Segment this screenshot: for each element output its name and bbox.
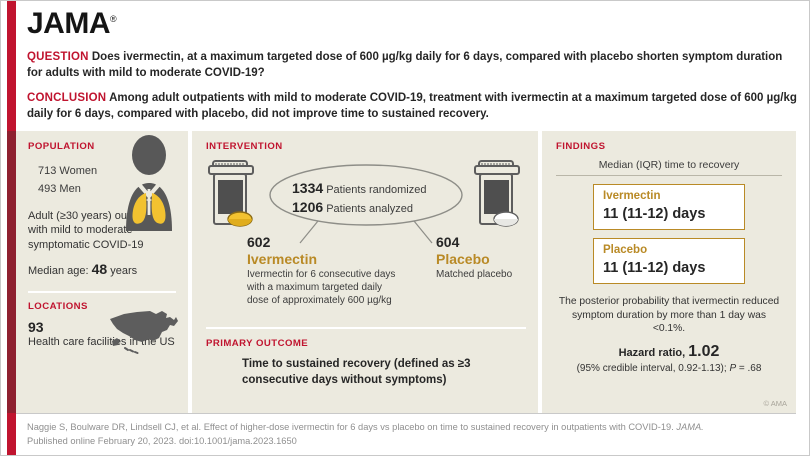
median-age-prefix: Median age:	[28, 265, 92, 278]
conclusion-text: Among adult outpatients with mild to mod…	[27, 91, 797, 120]
pill-bottle-icon-placebo	[470, 159, 524, 236]
brand-accent-bar-shadow	[7, 131, 16, 413]
result-value-ivermectin: 11 (11-12) days	[603, 205, 706, 222]
findings-panel: FINDINGS Median (IQR) time to recovery I…	[542, 131, 796, 413]
result-box-placebo: Placebo 11 (11-12) days	[593, 237, 745, 284]
result-value-placebo: 11 (11-12) days	[603, 259, 706, 276]
analyzed-row: 1206 Patients analyzed	[292, 198, 452, 217]
trademark-mark: ®	[110, 14, 117, 24]
locations-count: 93	[28, 319, 44, 336]
flow-ellipse-connectors	[269, 164, 463, 244]
person-lungs-icon	[118, 135, 180, 236]
men-count: 493	[38, 183, 57, 196]
question-label: QUESTION	[27, 51, 89, 63]
findings-subheading: Median (IQR) time to recovery	[598, 159, 740, 171]
arm-description-placebo: Matched placebo	[436, 269, 513, 280]
primary-outcome-text: Time to sustained recovery (defined as ≥…	[242, 358, 471, 386]
result-name-ivermectin: Ivermectin	[603, 190, 661, 202]
randomized-row: 1334 Patients randomized	[292, 179, 452, 198]
jama-logo: JAMA®	[27, 9, 797, 39]
p-value-symbol: P	[729, 363, 737, 375]
locations-section: LOCATIONS 93 Health care facilities in t…	[16, 293, 188, 355]
primary-outcome-section: PRIMARY OUTCOME Time to sustained recove…	[192, 329, 538, 388]
question-block: QUESTION Does ivermectin, at a maximum t…	[27, 50, 797, 82]
hazard-ratio-row: Hazard ratio, 1.02	[556, 343, 782, 361]
median-age-row: Median age: 48 years	[28, 261, 176, 277]
intervention-arm-placebo: 604 Placebo Matched placebo	[436, 234, 546, 281]
pill-bottle-icon-ivermectin	[204, 159, 258, 236]
women-count: 713	[38, 165, 57, 177]
men-label: Men	[56, 183, 81, 196]
arm-description-ivermectin: Ivermectin for 6 consecutive days with a…	[247, 269, 396, 306]
arm-n-ivermectin: 602	[247, 234, 271, 250]
intervention-arm-ivermectin: 602 Ivermectin Ivermectin for 6 consecut…	[247, 234, 397, 307]
result-box-ivermectin: Ivermectin 11 (11-12) days	[593, 184, 745, 230]
randomized-label: Patients randomized	[323, 184, 427, 196]
question-text: Does ivermectin, at a maximum targeted d…	[27, 51, 783, 79]
ci-text: (95% credible interval, 0.92-1.13);	[576, 363, 730, 375]
findings-rule	[556, 175, 782, 176]
randomized-value: 1334	[292, 180, 324, 196]
findings-section: FINDINGS Median (IQR) time to recovery I…	[542, 131, 796, 374]
men-count-row: 493 Men	[38, 179, 176, 197]
primary-outcome-heading: PRIMARY OUTCOME	[206, 338, 309, 349]
confidence-interval-row: (95% credible interval, 0.92-1.13); P = …	[556, 363, 782, 374]
us-map-icon	[104, 305, 182, 362]
conclusion-label: CONCLUSION	[27, 91, 107, 104]
locations-heading: LOCATIONS	[28, 301, 88, 313]
citation-line-1: Naggie S, Boulware DR, Lindsell CJ, et a…	[27, 421, 799, 435]
median-age-value: 48	[91, 261, 108, 278]
population-section: POPULATION 713 Women 493 Men	[16, 131, 188, 277]
arm-n-placebo: 604	[436, 234, 460, 250]
women-count-row: 713 Women	[38, 161, 176, 179]
hazard-ratio-value: 1.02	[688, 343, 720, 361]
footer-rule	[16, 413, 796, 414]
intervention-heading: INTERVENTION	[206, 141, 283, 152]
panel-divider	[206, 327, 526, 329]
population-locations-panel: POPULATION 713 Women 493 Men	[16, 131, 188, 413]
findings-heading: FINDINGS	[556, 141, 606, 152]
population-heading: POPULATION	[28, 141, 95, 152]
citation-text: Naggie S, Boulware DR, Lindsell CJ, et a…	[27, 422, 677, 432]
logo-text: JAMA	[27, 7, 111, 40]
analyzed-label: Patients analyzed	[323, 202, 414, 215]
findings-note: The posterior probability that ivermecti…	[558, 295, 780, 335]
hazard-ratio-label: Hazard ratio,	[618, 347, 689, 360]
header: JAMA® QUESTION Does ivermectin, at a max…	[27, 9, 797, 122]
randomization-summary: 1334 Patients randomized 1206 Patients a…	[292, 179, 452, 217]
population-counts: 713 Women 493 Men	[38, 161, 176, 198]
result-name-placebo: Placebo	[603, 243, 648, 256]
intervention-section: INTERVENTION	[192, 131, 538, 327]
p-value-text: = .68	[736, 363, 762, 375]
copyright-notice: © AMA	[763, 399, 787, 408]
intervention-outcome-panel: INTERVENTION	[192, 131, 538, 413]
panels-band: POPULATION 713 Women 493 Men	[16, 131, 796, 413]
citation-journal: JAMA.	[676, 422, 704, 432]
analyzed-value: 1206	[292, 198, 324, 215]
women-label: Women	[56, 165, 98, 177]
citation-line-2: Published online February 20, 2023. doi:…	[27, 435, 297, 446]
conclusion-block: CONCLUSION Among adult outpatients with …	[27, 91, 797, 123]
panel-divider	[28, 291, 176, 294]
arm-name-ivermectin: Ivermectin	[247, 251, 318, 267]
median-age-suffix: years	[107, 265, 138, 278]
footer-citation: Naggie S, Boulware DR, Lindsell CJ, et a…	[27, 421, 799, 449]
arm-name-placebo: Placebo	[436, 251, 490, 267]
